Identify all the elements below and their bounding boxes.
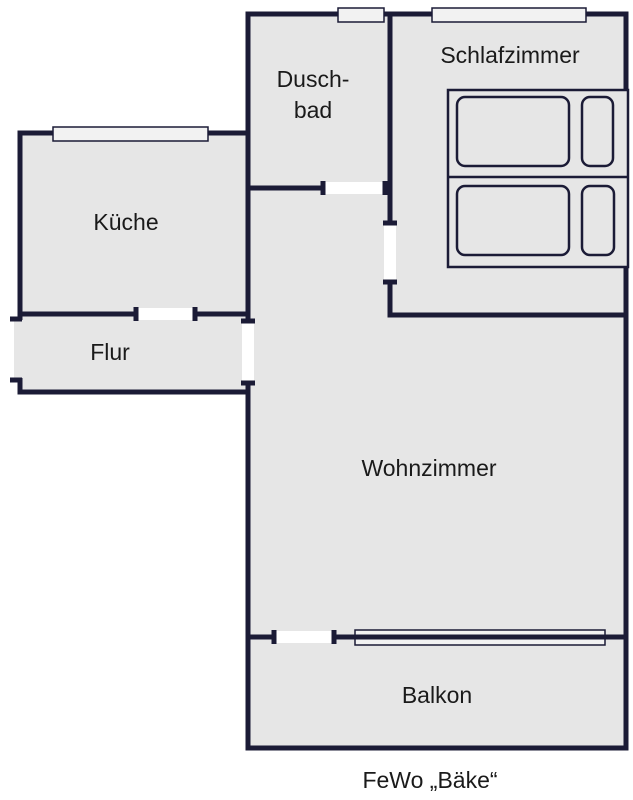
plan-caption: FeWo „Bäke“	[362, 767, 497, 793]
label-schlafzimmer: Schlafzimmer	[440, 42, 580, 68]
double-bed	[446, 88, 630, 269]
window-kitchen	[52, 126, 209, 142]
wall-bedroom-living	[387, 280, 629, 318]
kitchen-flur-floor	[20, 133, 248, 392]
window-bath	[337, 7, 385, 23]
door-kitchen-flur[interactable]	[133, 307, 198, 321]
outer-wall-main	[245, 11, 629, 751]
label-duschbad-1: Dusch-	[277, 66, 350, 92]
label-duschbad-2: bad	[294, 97, 332, 123]
window-balcony	[352, 629, 608, 646]
label-wohnzimmer: Wohnzimmer	[361, 455, 496, 481]
label-flur: Flur	[90, 339, 130, 365]
label-balkon: Balkon	[402, 682, 472, 708]
door-bedroom[interactable]	[383, 220, 397, 285]
door-bath[interactable]	[320, 181, 388, 195]
outer-wall-flur	[17, 377, 251, 395]
label-kueche: Küche	[93, 209, 158, 235]
door-balcony[interactable]	[271, 630, 337, 644]
entrance-door[interactable]	[10, 316, 24, 383]
door-flur-living[interactable]	[241, 318, 255, 386]
window-bedroom	[431, 7, 587, 23]
